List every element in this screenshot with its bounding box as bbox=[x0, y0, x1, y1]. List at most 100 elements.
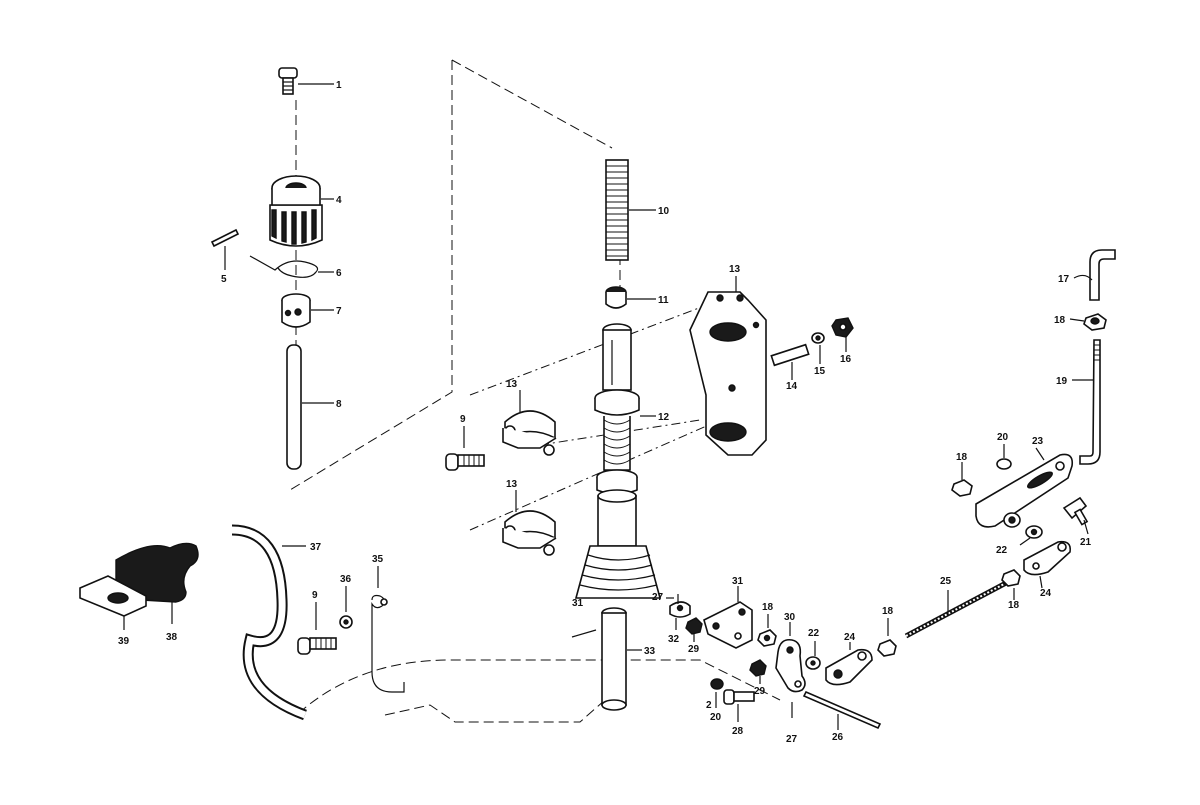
part-5-pin bbox=[210, 228, 240, 270]
label-12: 12 bbox=[658, 412, 670, 423]
label-28: 28 bbox=[732, 726, 744, 737]
label-18-rod-right: 18 bbox=[1008, 600, 1020, 611]
label-13-housing: 13 bbox=[729, 264, 741, 275]
part-13-clamp-upper bbox=[502, 390, 557, 456]
part-12-column bbox=[594, 323, 656, 547]
part-35-wire-link bbox=[371, 566, 405, 693]
part-27-pin-top bbox=[666, 594, 679, 604]
part-1-screw bbox=[278, 67, 334, 95]
part-13-housing bbox=[689, 276, 767, 456]
part-11-nut bbox=[605, 286, 656, 309]
part-18-nut-plate bbox=[951, 462, 973, 497]
part-30-lever bbox=[775, 622, 806, 693]
label-22-right: 22 bbox=[996, 545, 1008, 556]
label-9-upper: 9 bbox=[460, 414, 466, 425]
part-14-stud bbox=[770, 343, 810, 380]
bushing bbox=[1003, 512, 1021, 528]
part-17-elbow bbox=[1073, 249, 1116, 301]
part-10-threaded-rod bbox=[605, 159, 656, 261]
label-5: 5 bbox=[221, 274, 227, 285]
part-20-washer-top bbox=[996, 444, 1012, 470]
label-24-right: 24 bbox=[1040, 588, 1052, 599]
label-37: 37 bbox=[310, 542, 322, 553]
label-31-bracket: 31 bbox=[732, 576, 744, 587]
part-16-nut bbox=[831, 317, 854, 352]
part-39-plate bbox=[79, 575, 147, 630]
label-20-top: 20 bbox=[997, 432, 1009, 443]
part-36-washer bbox=[339, 586, 353, 629]
label-39: 39 bbox=[118, 636, 130, 647]
label-11: 11 bbox=[658, 295, 669, 306]
label-38: 38 bbox=[166, 632, 178, 643]
label-16: 16 bbox=[840, 354, 852, 365]
label-18-mid: 18 bbox=[762, 602, 774, 613]
part-15-washer bbox=[811, 332, 825, 364]
part-bellows-boot bbox=[574, 545, 662, 599]
label-10: 10 bbox=[658, 206, 670, 217]
part-6-spring-clip bbox=[249, 255, 334, 278]
part-18-nut-mid bbox=[757, 614, 777, 647]
part-24-swivel-left bbox=[825, 642, 873, 686]
label-18-rod-left: 18 bbox=[882, 606, 894, 617]
label-26: 26 bbox=[832, 732, 844, 743]
label-4: 4 bbox=[336, 195, 342, 206]
label-20-lower: 20 bbox=[710, 712, 722, 723]
part-18-nut-top bbox=[1069, 313, 1107, 331]
label-21: 21 bbox=[1080, 537, 1092, 548]
label-8: 8 bbox=[336, 399, 342, 410]
label-32: 32 bbox=[668, 634, 680, 645]
part-28-bolt bbox=[723, 689, 755, 722]
part-9-bolt-upper bbox=[445, 426, 485, 471]
part-25-threaded-rod bbox=[904, 580, 1008, 639]
part-24-swivel-right bbox=[1023, 540, 1072, 589]
part-20-washer-lower bbox=[710, 678, 724, 708]
label-17: 17 bbox=[1058, 274, 1070, 285]
part-19-rod bbox=[1072, 339, 1101, 465]
part-29-nut-upper bbox=[685, 617, 703, 642]
label-27-bottom: 27 bbox=[786, 734, 798, 745]
part-37-hose bbox=[231, 524, 307, 721]
part-31-pin bbox=[571, 629, 597, 638]
label-18-top: 18 bbox=[1054, 315, 1066, 326]
label-1: 1 bbox=[336, 80, 342, 91]
label-2: 2 bbox=[706, 700, 712, 711]
part-31-bracket bbox=[703, 586, 753, 649]
label-35: 35 bbox=[372, 554, 384, 565]
part-22-washer-right bbox=[1019, 525, 1043, 546]
label-9-lower: 9 bbox=[312, 590, 318, 601]
label-27-top: 27 bbox=[652, 592, 664, 603]
label-15: 15 bbox=[814, 366, 826, 377]
part-13-clamp-lower bbox=[502, 490, 557, 556]
label-13-clamp-lower: 13 bbox=[506, 479, 518, 490]
label-13-clamp-upper: 13 bbox=[506, 379, 518, 390]
label-6: 6 bbox=[336, 268, 342, 279]
part-7-coupling bbox=[281, 293, 334, 328]
label-24-left: 24 bbox=[844, 632, 856, 643]
label-25: 25 bbox=[940, 576, 952, 587]
part-23-link-plate bbox=[975, 447, 1074, 528]
label-33: 33 bbox=[644, 646, 656, 657]
label-36: 36 bbox=[340, 574, 352, 585]
label-29-upper: 29 bbox=[688, 644, 700, 655]
part-18-nut-rod-left bbox=[877, 618, 897, 657]
part-22-washer-mid bbox=[805, 641, 821, 670]
label-31-pin: 31 bbox=[572, 598, 584, 609]
part-26-rod bbox=[802, 690, 882, 730]
part-18-nut-rod-right bbox=[1001, 569, 1021, 600]
label-22-mid: 22 bbox=[808, 628, 820, 639]
label-18-plate: 18 bbox=[956, 452, 968, 463]
part-29-nut-lower bbox=[749, 659, 767, 684]
label-23: 23 bbox=[1032, 436, 1044, 447]
label-14: 14 bbox=[786, 381, 798, 392]
part-labels: 1 4 5 6 7 8 9 9 10 11 12 13 13 13 14 15 … bbox=[118, 80, 1092, 745]
label-7: 7 bbox=[336, 306, 342, 317]
label-19: 19 bbox=[1056, 376, 1068, 387]
part-8-shaft bbox=[286, 344, 334, 470]
part-21-shoulder-bolt bbox=[1062, 496, 1089, 535]
part-32-block bbox=[669, 601, 691, 630]
label-30: 30 bbox=[784, 612, 796, 623]
part-9-bolt-lower bbox=[297, 602, 337, 655]
part-4-gear-knob bbox=[269, 175, 334, 247]
label-29-lower: 29 bbox=[754, 686, 766, 697]
